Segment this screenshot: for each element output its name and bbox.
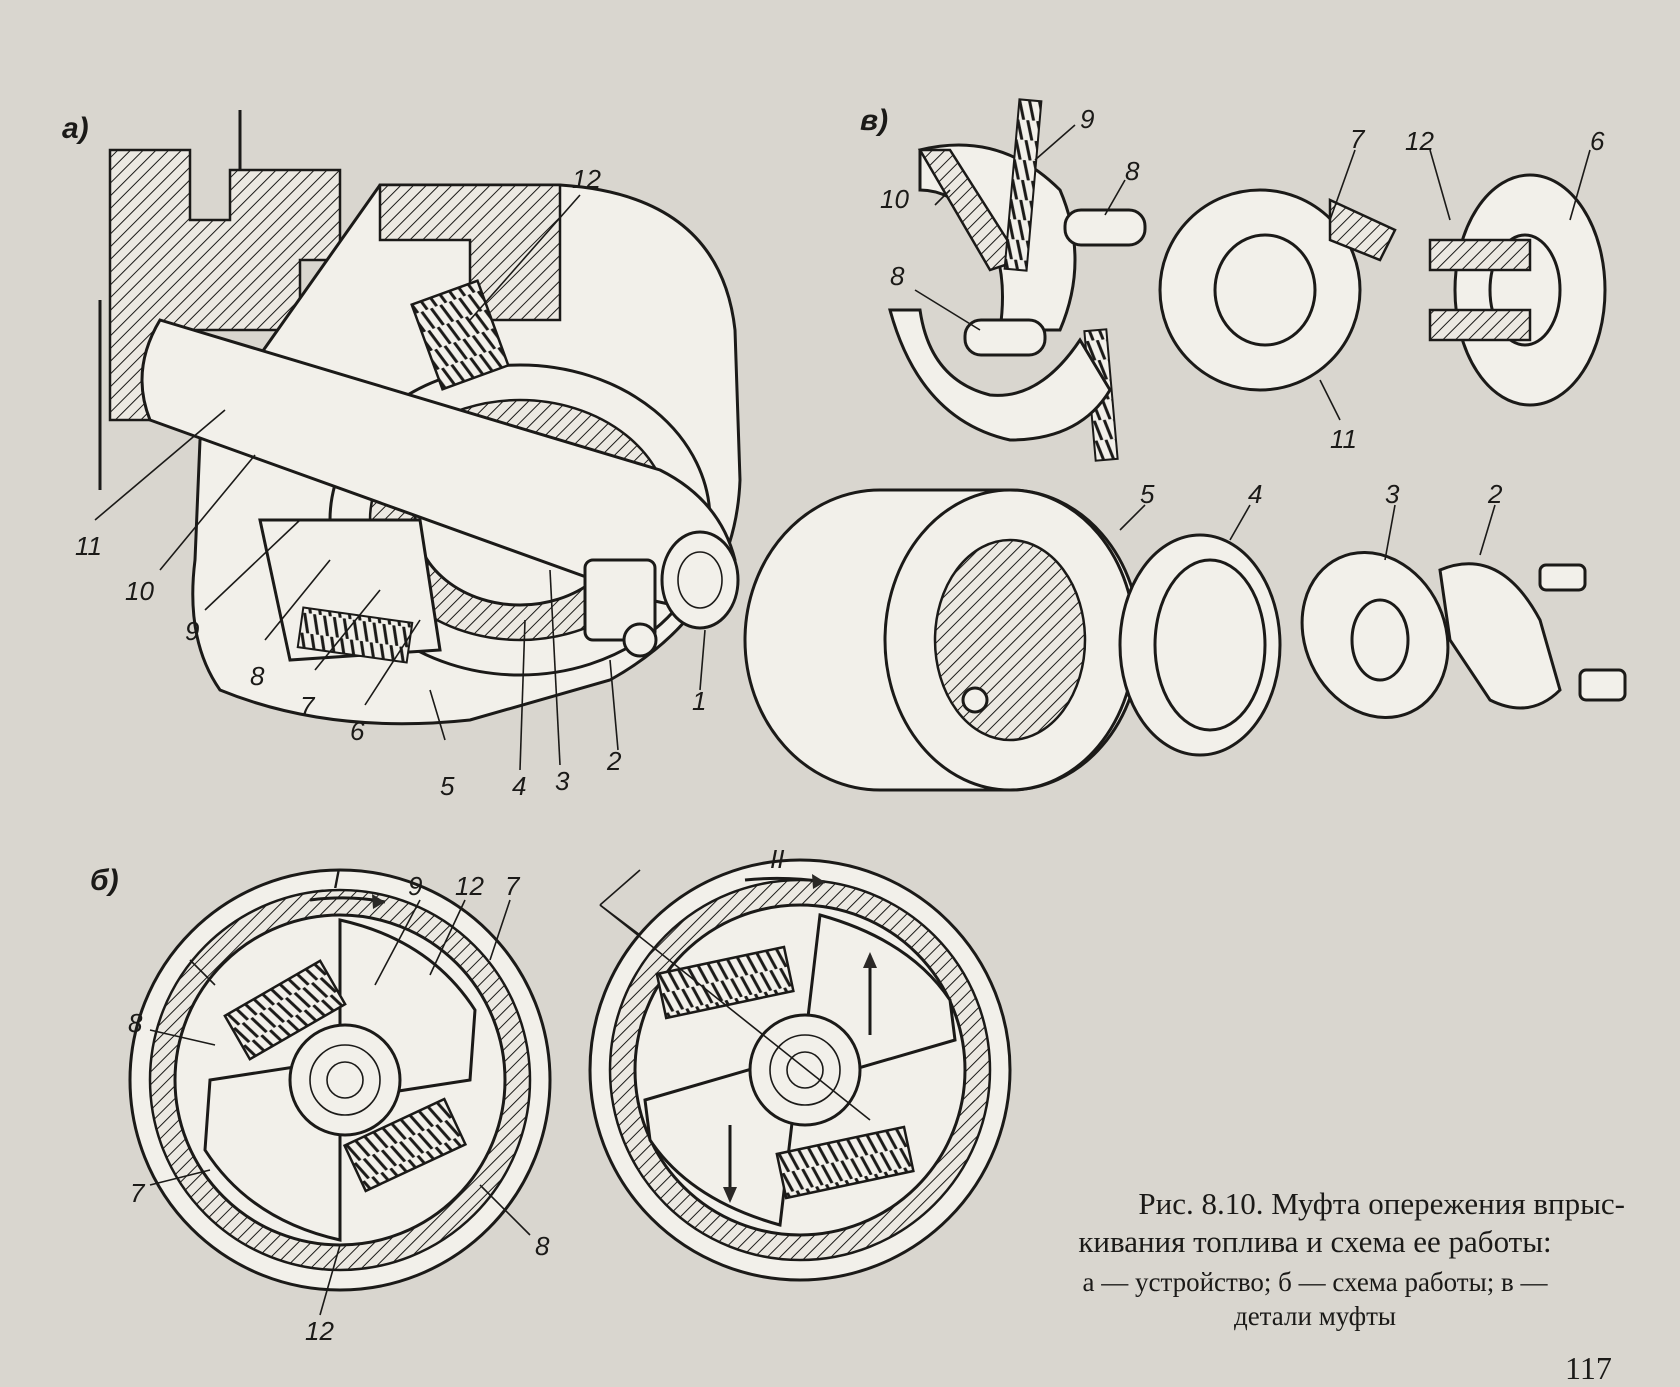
label-a-8: 8 [250,661,265,691]
label-v-12: 12 [1405,126,1434,156]
label-b-7-top: 7 [505,871,521,901]
page-number: 117 [1565,1350,1612,1386]
figure-caption: Рис. 8.10. Муфта опережения впрыс- киван… [1005,1185,1625,1333]
label-v-11: 11 [1330,424,1357,454]
label-a-12: 12 [572,164,601,194]
label-a-11: 11 [75,531,102,561]
caption-line-3: а — устройство; б — схема работы; в — [1082,1267,1548,1297]
label-a-2: 2 [606,746,622,776]
label-a-7: 7 [300,691,316,721]
label-v-6: 6 [1590,126,1605,156]
label-v-10: 10 [880,184,909,214]
label-a-9: 9 [185,616,199,646]
label-v-8-top: 8 [1125,156,1140,186]
label-a-1: 1 [692,686,706,716]
label-b-7-left: 7 [130,1178,146,1208]
panel-a-assembly [94,110,742,771]
label-v-7: 7 [1350,124,1366,154]
label-b-9: 9 [408,871,422,901]
label-b-12-bottom: 12 [305,1316,334,1346]
label-a-6: 6 [350,716,365,746]
panel-b-scheme-one [128,868,552,1316]
panel-v-letter: в) [860,104,888,137]
caption-line-2: кивания топлива и схема ее работы: [1078,1224,1552,1259]
label-a-3: 3 [555,766,570,796]
panel-v-labels: 10 9 8 8 7 12 6 11 5 4 3 2 [880,104,1605,509]
caption-line-1: Рис. 8.10. Муфта опережения впрыс- [1138,1186,1625,1221]
label-v-2: 2 [1487,479,1503,509]
label-v-9: 9 [1080,104,1094,134]
label-a-5: 5 [440,771,455,801]
panel-a-letter: а) [62,112,89,145]
rotation-one-label: I [333,864,340,894]
label-b-8-left: 8 [128,1008,143,1038]
panel-b-scheme-two [588,858,1012,1282]
caption-line-4: детали муфты [1233,1301,1397,1331]
panel-b-letter: б) [90,864,119,897]
panel-a-labels: 11 10 9 8 7 6 5 4 3 2 1 12 [75,164,706,801]
panel-v-parts [743,98,1627,792]
label-v-8-bottom: 8 [890,261,905,291]
label-b-8-right: 8 [535,1231,550,1261]
label-v-5: 5 [1140,479,1155,509]
label-b-12-top: 12 [455,871,484,901]
label-v-3: 3 [1385,479,1400,509]
label-v-4: 4 [1248,479,1262,509]
label-a-4: 4 [512,771,526,801]
rotation-two-label: II [770,844,784,874]
label-a-10: 10 [125,576,154,606]
panel-b-labels-one: I 9 12 7 8 7 8 12 [128,864,550,1346]
